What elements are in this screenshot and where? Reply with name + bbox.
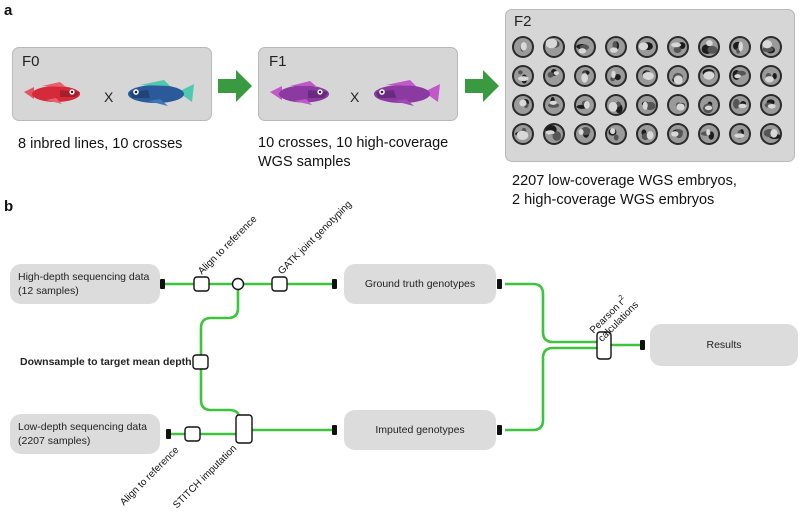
embryo-image xyxy=(605,123,627,145)
low-depth-line2: (2207 samples) xyxy=(18,435,91,447)
ground-truth-label: Ground truth genotypes xyxy=(364,278,476,290)
embryo-image xyxy=(574,123,596,145)
embryo-image xyxy=(698,36,720,58)
f2-label: F2 xyxy=(514,13,532,30)
embryo-image xyxy=(543,94,565,116)
connector-stubs xyxy=(160,279,645,439)
gatk-step xyxy=(271,276,288,292)
f1-label: F1 xyxy=(269,53,287,70)
arrow-f0-f1 xyxy=(218,70,252,102)
fish-f1-left-icon xyxy=(270,81,329,105)
pearson-step xyxy=(596,331,612,360)
results-label: Results xyxy=(706,339,742,351)
imputed-node: Imputed genotypes xyxy=(344,410,496,450)
f1-caption-line2: WGS samples xyxy=(258,154,351,170)
split-node xyxy=(231,277,245,291)
downsample-step xyxy=(192,354,209,370)
imputed-label: Imputed genotypes xyxy=(375,424,465,436)
embryo-image xyxy=(512,94,534,116)
f2-caption-line1: 2207 low-coverage WGS embryos, xyxy=(512,173,737,189)
f0-caption: 8 inbred lines, 10 crosses xyxy=(18,136,183,152)
panel-a-letter: a xyxy=(4,2,13,19)
embryo-image xyxy=(760,65,782,87)
embryo-image xyxy=(636,123,658,145)
step-glyphs xyxy=(184,276,612,444)
results-node: Results xyxy=(650,324,798,366)
panel-b-letter: b xyxy=(4,198,14,215)
embryo-image xyxy=(760,94,782,116)
embryo-image xyxy=(698,123,720,145)
downsample-label: Downsample to target mean depth xyxy=(20,356,192,368)
embryo-image xyxy=(512,65,534,87)
embryo-image xyxy=(512,123,534,145)
embryo-image xyxy=(698,65,720,87)
f1-box xyxy=(258,47,458,121)
embryo-image xyxy=(667,123,689,145)
high-depth-line2: (12 samples) xyxy=(18,285,79,297)
embryo-image xyxy=(729,65,751,87)
fish-f1-right-icon xyxy=(374,80,440,106)
embryo-image xyxy=(667,36,689,58)
align-top-step xyxy=(193,276,210,292)
embryo-image xyxy=(667,94,689,116)
embryo-image xyxy=(605,36,627,58)
embryo-image xyxy=(760,123,782,145)
f1-cross-symbol: X xyxy=(350,89,360,105)
embryo-image xyxy=(729,36,751,58)
arrow-f1-f2 xyxy=(465,70,499,102)
embryo-image xyxy=(512,36,534,58)
f0-box xyxy=(12,47,212,121)
embryo-image xyxy=(543,36,565,58)
embryo-image xyxy=(574,36,596,58)
fish-f0-right-icon xyxy=(128,80,194,106)
embryo-image xyxy=(667,65,689,87)
high-depth-line1: High-depth sequencing data xyxy=(18,271,150,283)
stitch-step xyxy=(235,414,253,444)
embryo-image xyxy=(574,94,596,116)
f0-cross-symbol: X xyxy=(104,89,114,105)
embryo-image xyxy=(636,94,658,116)
embryo-image xyxy=(543,65,565,87)
embryo-image xyxy=(636,36,658,58)
high-depth-input-node: High-depth sequencing data (12 samples) xyxy=(10,264,160,304)
embryo-image xyxy=(760,36,782,58)
embryo-grid xyxy=(512,36,782,145)
embryo-image xyxy=(729,94,751,116)
ground-truth-node: Ground truth genotypes xyxy=(344,264,496,304)
f2-caption-line2: 2 high-coverage WGS embryos xyxy=(512,192,715,208)
embryo-image xyxy=(605,65,627,87)
pipeline-lines xyxy=(162,282,640,436)
embryo-image xyxy=(543,123,565,145)
low-depth-line1: Low-depth sequencing data xyxy=(18,421,148,433)
f0-label: F0 xyxy=(22,53,40,70)
fish-f0-left-icon xyxy=(24,82,80,104)
embryo-image xyxy=(729,123,751,145)
low-depth-input-node: Low-depth sequencing data (2207 samples) xyxy=(10,414,160,454)
embryo-image xyxy=(605,94,627,116)
embryo-image xyxy=(698,94,720,116)
f1-caption-line1: 10 crosses, 10 high-coverage xyxy=(258,135,449,151)
embryo-image xyxy=(636,65,658,87)
embryo-image xyxy=(574,65,596,87)
align-bottom-step xyxy=(184,426,201,442)
